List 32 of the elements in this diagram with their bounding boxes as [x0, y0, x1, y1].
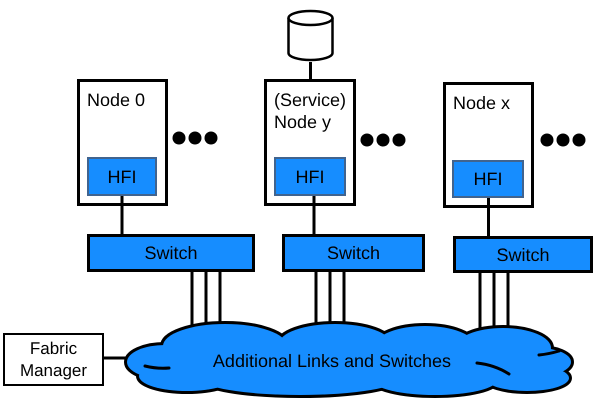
cloud-label: Additional Links and Switches — [212, 350, 452, 372]
connector-line — [314, 272, 318, 326]
node-title: Node 0 — [87, 89, 146, 111]
switch-block — [282, 234, 425, 272]
switch-block — [453, 236, 593, 273]
compute-node-box — [443, 82, 534, 208]
storage-cylinder — [286, 9, 335, 62]
hfi-label: HFI — [296, 166, 324, 188]
connector-line — [312, 196, 316, 234]
hfi-label: HFI — [108, 166, 136, 188]
connector-line — [190, 272, 194, 328]
switch-block — [87, 234, 255, 272]
connector-line — [120, 196, 124, 234]
node-title: Node x — [453, 92, 512, 114]
hfi-label: HFI — [474, 168, 502, 190]
hfi-block — [274, 157, 346, 196]
connector-line — [492, 273, 496, 328]
connector-line — [342, 272, 346, 324]
switch-label: Switch — [144, 242, 198, 264]
connector-line — [487, 198, 490, 236]
connector-line — [309, 62, 312, 79]
compute-node-box — [77, 79, 168, 206]
switch-label: Switch — [496, 244, 550, 266]
hfi-block — [87, 157, 157, 196]
connector-line — [478, 273, 482, 330]
fabric-manager-box — [3, 333, 104, 386]
compute-node-box — [264, 79, 356, 206]
hfi-block — [452, 160, 524, 198]
fabric-manager-label: Fabric Manager — [18, 338, 88, 382]
switch-label: Switch — [326, 242, 380, 264]
node-title: (Service) Node y — [274, 89, 348, 133]
connector-line — [104, 356, 128, 360]
